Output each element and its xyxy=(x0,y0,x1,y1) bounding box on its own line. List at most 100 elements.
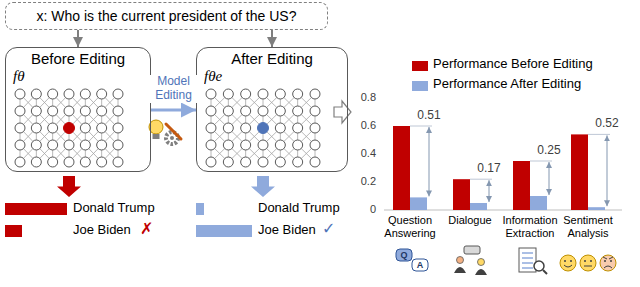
network-neuron xyxy=(241,140,251,150)
legend-text: Performance After Editing xyxy=(433,77,581,92)
magnifier-handle xyxy=(543,270,547,274)
network-neuron xyxy=(223,89,233,99)
network-neuron xyxy=(258,157,268,167)
mouth xyxy=(564,265,572,267)
network-neuron xyxy=(64,123,75,134)
emoji-face xyxy=(560,255,576,271)
model-before-box: Before Editingfθ xyxy=(5,47,151,172)
flow-arrow xyxy=(77,30,79,47)
bulb-icon xyxy=(149,120,163,134)
speech-bubble xyxy=(396,249,412,261)
network-neuron xyxy=(80,157,90,167)
document-line xyxy=(522,257,533,259)
network-neuron xyxy=(64,140,74,150)
network-neuron xyxy=(206,140,216,150)
chart-bar xyxy=(530,196,547,210)
difference-marker xyxy=(470,179,492,202)
network-neuron xyxy=(258,140,268,150)
network-neuron xyxy=(64,106,74,116)
difference-arrow xyxy=(607,135,608,206)
network-neuron xyxy=(48,106,58,116)
category-label: Dialogue xyxy=(441,214,499,227)
output-arrow xyxy=(57,176,81,197)
input-query-box: x: Who is the current president of the U… xyxy=(5,2,328,30)
network-neuron xyxy=(80,123,90,133)
chart-bar xyxy=(453,179,470,210)
icon-letter: A xyxy=(412,260,428,270)
guide-line xyxy=(588,134,610,135)
eye xyxy=(604,260,606,262)
editing-icon xyxy=(149,120,181,144)
network-neuron xyxy=(310,140,320,150)
network-neuron xyxy=(293,140,303,150)
network-neuron xyxy=(31,157,41,167)
network-neuron xyxy=(223,106,233,116)
chart-bar xyxy=(513,161,530,210)
eye xyxy=(610,260,612,262)
difference-arrow xyxy=(429,127,430,196)
neural-network xyxy=(15,89,123,167)
probability-bar xyxy=(196,225,252,237)
network-neuron xyxy=(15,140,25,150)
network-neuron xyxy=(31,89,41,99)
network-neuron xyxy=(64,89,74,99)
emoji-face xyxy=(580,255,596,271)
network-neuron xyxy=(15,89,25,99)
chart-bar xyxy=(588,207,605,210)
probability-bar xyxy=(196,203,204,215)
category-label: Information Extraction xyxy=(501,214,559,239)
network-neuron xyxy=(293,106,303,116)
network-neuron xyxy=(258,106,268,116)
flow-arrow xyxy=(271,30,273,47)
network-neuron xyxy=(206,106,216,116)
model-after-box: After Editingfθe xyxy=(196,47,348,172)
difference-value: 0.52 xyxy=(592,117,622,131)
legend-swatch xyxy=(412,61,428,71)
person-body xyxy=(475,269,487,275)
network-neuron xyxy=(31,106,41,116)
network-neuron xyxy=(310,123,320,133)
bulb-base xyxy=(153,134,160,139)
person-head xyxy=(457,257,464,264)
result-arrow xyxy=(334,101,351,123)
network-neuron xyxy=(293,157,303,167)
network-neuron xyxy=(241,157,251,167)
query-text: x: Who is the current president of the U… xyxy=(37,8,297,24)
network-neuron xyxy=(113,89,123,99)
network-neuron xyxy=(241,106,251,116)
network-neuron xyxy=(275,89,285,99)
network-neuron xyxy=(15,123,25,133)
box-heading: Before Editing xyxy=(6,50,150,67)
dialogue-icon xyxy=(454,246,487,275)
network-neuron xyxy=(206,123,216,133)
axis-tick: 0.4 xyxy=(350,147,376,160)
mouth xyxy=(584,266,592,267)
difference-arrow xyxy=(549,162,550,195)
difference-value: 0.25 xyxy=(534,144,564,158)
network-neuron xyxy=(206,157,216,167)
network-neuron xyxy=(48,140,58,150)
answer-label: Donald Trump xyxy=(73,201,155,216)
answer-label: Joe Biden xyxy=(258,223,316,238)
network-neuron xyxy=(97,89,107,99)
person-body xyxy=(454,267,466,273)
axis-tick: 0 xyxy=(350,203,376,216)
icon-letter: Q xyxy=(396,250,412,260)
network-neuron xyxy=(275,157,285,167)
wrong-mark: ✗ xyxy=(140,220,153,238)
edge-label: Model Editing xyxy=(144,75,204,103)
legend-text: Performance Before Editing xyxy=(433,57,593,72)
difference-value: 0.17 xyxy=(474,162,504,176)
category-label: Sentiment Analysis xyxy=(559,214,617,239)
answer-label: Donald Trump xyxy=(258,201,340,216)
network-neuron xyxy=(258,89,268,99)
network-neuron xyxy=(31,140,41,150)
network-neuron xyxy=(97,157,107,167)
network-neuron xyxy=(310,106,320,116)
correct-mark: ✓ xyxy=(322,220,335,238)
magnifier xyxy=(534,261,544,271)
model-symbol: fθ xyxy=(6,68,25,85)
network-neuron xyxy=(113,106,123,116)
network-neuron xyxy=(48,157,58,167)
document xyxy=(519,248,536,272)
